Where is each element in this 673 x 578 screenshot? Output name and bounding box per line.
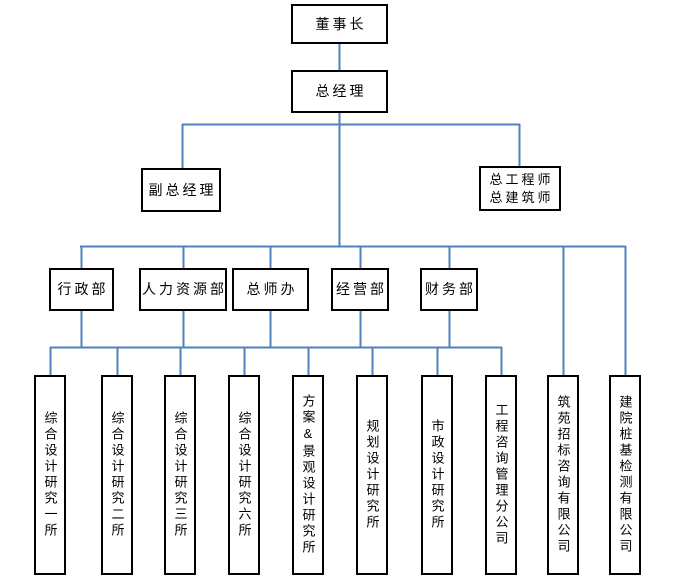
node-unit-jianyuan-pile-testing: 建院桩基检测有限公司 bbox=[609, 375, 641, 575]
node-deputy-general-manager: 副总经理 bbox=[141, 168, 221, 212]
unit-label: 市政设计研究所 bbox=[429, 419, 445, 531]
dept-chief-office-label: 总师办 bbox=[246, 281, 298, 298]
unit-label: 规划设计研究所 bbox=[364, 419, 380, 531]
node-unit-design-institute-3: 综合设计研究三所 bbox=[164, 375, 196, 575]
node-dept-chief-office: 总师办 bbox=[232, 268, 309, 311]
node-chief-engineer-architect: 总工程师 总建筑师 bbox=[479, 166, 561, 211]
dept-finance-label: 财务部 bbox=[425, 281, 476, 298]
node-unit-planning-institute: 规划设计研究所 bbox=[356, 375, 388, 575]
node-unit-engineering-consulting-branch: 工程咨询管理分公司 bbox=[485, 375, 517, 575]
unit-label: 综合设计研究六所 bbox=[236, 411, 252, 539]
node-general-manager-label: 总经理 bbox=[315, 83, 367, 100]
node-unit-zhuyuan-bidding-consulting: 筑苑招标咨询有限公司 bbox=[547, 375, 579, 575]
unit-label: 综合设计研究二所 bbox=[109, 411, 125, 539]
node-dept-administration: 行政部 bbox=[49, 268, 114, 311]
node-unit-scheme-landscape-institute: 方案&景观设计研究所 bbox=[292, 375, 324, 575]
unit-label: 建院桩基检测有限公司 bbox=[617, 395, 633, 555]
node-dept-finance: 财务部 bbox=[420, 268, 478, 311]
dept-business-label: 经营部 bbox=[336, 281, 387, 298]
unit-label: 综合设计研究三所 bbox=[172, 411, 188, 539]
unit-label: 工程咨询管理分公司 bbox=[493, 403, 509, 547]
unit-label: 综合设计研究一所 bbox=[42, 411, 58, 539]
chief-architect-label: 总建筑师 bbox=[489, 189, 554, 205]
node-dept-human-resources: 人力资源部 bbox=[139, 268, 227, 311]
node-deputy-general-manager-label: 副总经理 bbox=[148, 181, 217, 198]
unit-label: 方案&景观设计研究所 bbox=[300, 394, 316, 556]
node-chairman-label: 董事长 bbox=[315, 15, 367, 32]
dept-administration-label: 行政部 bbox=[57, 281, 109, 298]
node-unit-design-institute-6: 综合设计研究六所 bbox=[228, 375, 260, 575]
node-unit-design-institute-1: 综合设计研究一所 bbox=[34, 375, 66, 575]
node-chairman: 董事长 bbox=[291, 4, 388, 44]
node-general-manager: 总经理 bbox=[291, 70, 388, 113]
chief-engineer-label: 总工程师 bbox=[489, 171, 554, 187]
node-dept-business: 经营部 bbox=[331, 268, 389, 311]
unit-label: 筑苑招标咨询有限公司 bbox=[555, 395, 571, 555]
node-unit-municipal-institute: 市政设计研究所 bbox=[421, 375, 453, 575]
node-unit-design-institute-2: 综合设计研究二所 bbox=[101, 375, 133, 575]
dept-human-resources-label: 人力资源部 bbox=[142, 281, 227, 298]
